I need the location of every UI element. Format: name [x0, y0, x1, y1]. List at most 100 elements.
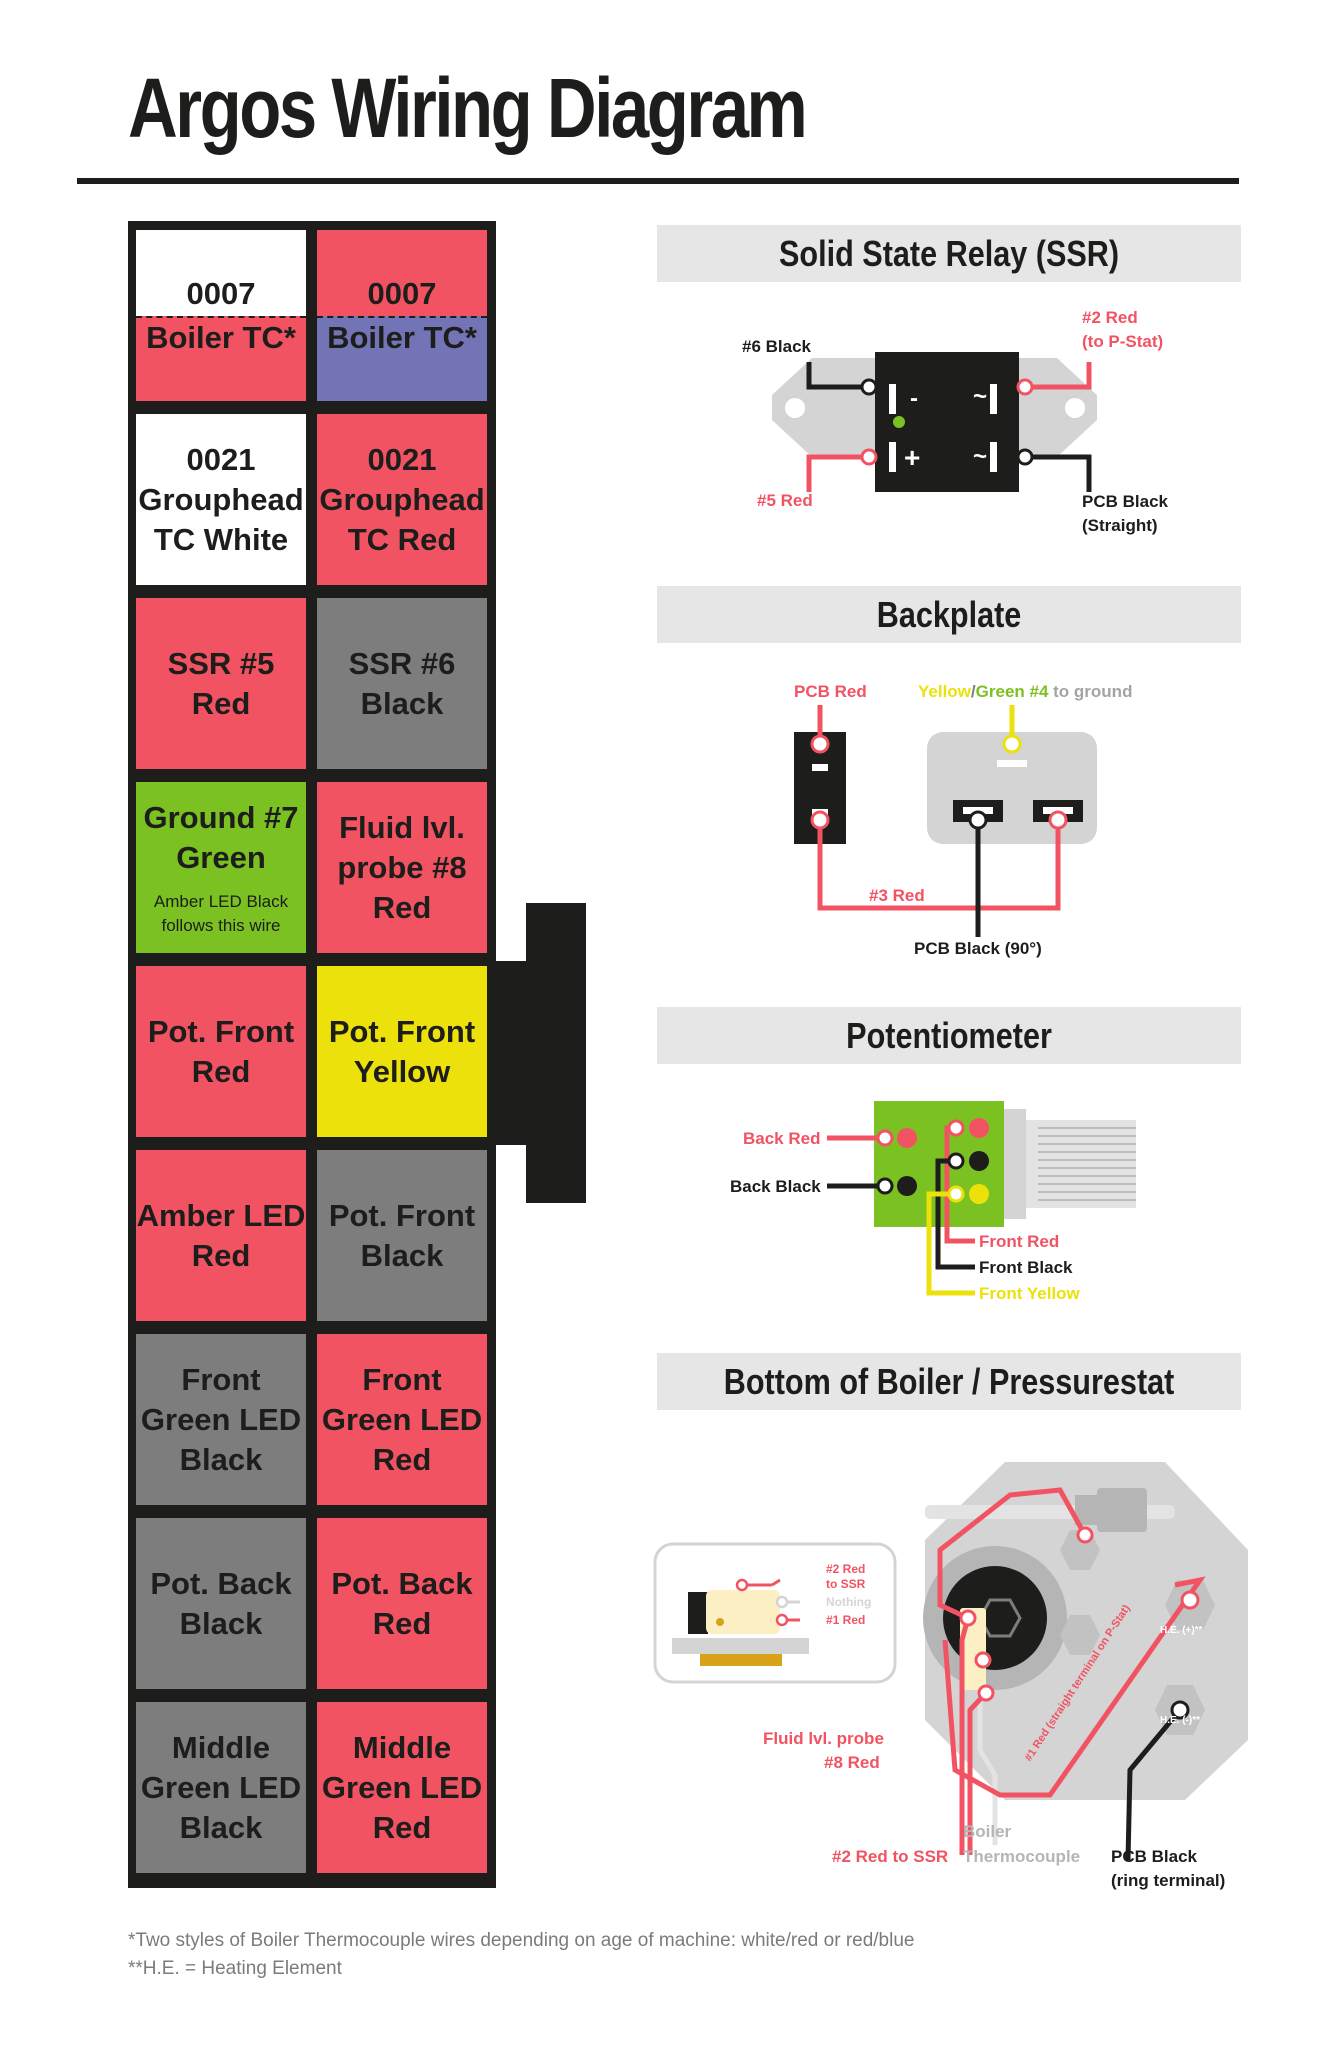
inset-label-red2: #2 Red — [826, 1562, 865, 1576]
ssr-wire-red2 — [1019, 362, 1092, 390]
pin-label-line: Front — [181, 1361, 261, 1397]
pin-label-line: Pot. Back — [331, 1565, 473, 1601]
pin-label-line: Red — [372, 1441, 432, 1477]
pin-label-line: Black — [179, 1605, 263, 1641]
pin-label-line: Pot. Front — [328, 1197, 476, 1233]
pin-label-line: Middle — [171, 1729, 271, 1765]
pin-label-line: Red — [191, 1237, 251, 1273]
pin-label-line: Black — [179, 1441, 263, 1477]
pin-label-line: SSR #6 — [348, 645, 456, 681]
title-divider — [77, 178, 1239, 184]
footnote-heating-element: **H.E. = Heating Element — [128, 1958, 342, 1979]
ssr-plus-mark: + — [904, 442, 920, 473]
label-he-minus: H.E. (-)** — [1160, 1715, 1200, 1726]
label-fluid-probe-color: #8 Red — [824, 1753, 880, 1772]
ssr-wire-pcb-black — [1019, 454, 1092, 492]
wire-red1-diagonal — [942, 1576, 1206, 1798]
pin-label-line: Amber LED — [136, 1197, 306, 1233]
pin-label-line: TC White — [153, 521, 289, 557]
pin-label-line: Black — [179, 1809, 263, 1845]
pot-label-front-black: Front Black — [979, 1258, 1073, 1277]
label-fluid-probe: Fluid lvl. probe — [763, 1729, 884, 1748]
inset-label-red1: #1 Red — [826, 1613, 865, 1627]
ssr-wire-black6 — [806, 362, 875, 390]
pin-label-line: Black — [360, 1237, 444, 1273]
pot-label-front-yellow: Front Yellow — [979, 1284, 1081, 1303]
ssr-title: Solid State Relay (SSR) — [778, 232, 1120, 274]
pin-label-line: Red — [372, 889, 432, 925]
ssr-diagram: - + ~ ~ #6 Black #2 Red (to P-Stat) #5 R… — [742, 308, 1169, 535]
pot-shaft — [1026, 1120, 1136, 1208]
pin-label-line: Fluid lvl. — [339, 809, 465, 845]
potentiometer-title: Potentiometer — [846, 1014, 1052, 1056]
label-red2-ssr: #2 Red to SSR — [832, 1847, 948, 1866]
backplate-wire-red3 — [817, 820, 1061, 911]
footnote-thermocouple: *Two styles of Boiler Thermocouple wires… — [128, 1930, 915, 1951]
pin-note-line: follows this wire — [161, 915, 281, 935]
backplate-title: Backplate — [876, 593, 1022, 635]
ssr-ac-mark-top: ~ — [973, 383, 987, 410]
backplate-label-red3: #3 Red — [869, 886, 925, 905]
pin-label-line: Green LED — [321, 1769, 483, 1805]
boiler-title: Bottom of Boiler / Pressurestat — [723, 1360, 1175, 1402]
label-pcb-black-type: (ring terminal) — [1111, 1871, 1225, 1890]
backplate-label-ground: Yellow/Green #4 to ground — [918, 682, 1132, 701]
ssr-label-red5: #5 Red — [757, 491, 813, 510]
boiler-section-header: Bottom of Boiler / Pressurestat — [657, 1353, 1241, 1410]
pin-label-line: TC Red — [347, 521, 457, 557]
ssr-led-dot — [893, 416, 905, 428]
backplate-label-pcb-red: PCB Red — [794, 682, 867, 701]
pin-label-line: Black — [360, 685, 444, 721]
pin-code: 0007 — [317, 230, 487, 316]
ssr-minus-mark: - — [910, 385, 918, 412]
label-boiler-tc: Boiler — [963, 1822, 1012, 1841]
pot-wire-front-black — [935, 1158, 975, 1270]
pin-label-line: Ground #7 — [143, 799, 299, 835]
pin-label-line: Red — [191, 1053, 251, 1089]
ssr-label-pcb-black: PCB Black — [1082, 492, 1169, 511]
microswitch-body — [706, 1590, 780, 1634]
connector-pin-cell: Amber LED Red — [136, 1150, 306, 1321]
backplate-label-pcb-black: PCB Black (90°) — [914, 939, 1042, 958]
pin-label: Boiler TC* — [136, 316, 306, 401]
pin-label-line: Green LED — [321, 1401, 483, 1437]
pin-label-line: Red — [191, 685, 251, 721]
ssr-label-red2: #2 Red — [1082, 308, 1138, 327]
pin-label-line: probe #8 — [337, 849, 467, 885]
connector-tab — [496, 903, 586, 1203]
backplate-diagram: PCB Red Yellow/Green #4 to ground #3 Red… — [794, 682, 1132, 958]
pin-label: Boiler TC* — [317, 316, 487, 401]
pin-label-line: Green LED — [140, 1401, 302, 1437]
pin-note-line: Amber LED Black — [153, 891, 289, 911]
wire-pcb-black — [1125, 1708, 1182, 1861]
connector-pin-cell: Fluid lvl. probe #8 Red — [317, 782, 487, 953]
pin-label-line: Yellow — [353, 1053, 451, 1089]
pin-label-line: Red — [372, 1809, 432, 1845]
pin-label-line: Green LED — [140, 1769, 302, 1805]
pin-label-line: Grouphead — [319, 481, 485, 517]
boiler-diagram: #2 Red to SSR Nothing #1 Red H.E. (+)** … — [653, 1462, 1248, 1890]
pin-label-line: Pot. Front — [147, 1013, 295, 1049]
page-title: Argos Wiring Diagram — [128, 61, 808, 155]
pin-label-line: Middle — [352, 1729, 452, 1765]
pot-wire-front-yellow — [926, 1191, 975, 1296]
potentiometer-section-header: Potentiometer — [657, 1007, 1241, 1064]
pin-label-line: Front — [362, 1361, 442, 1397]
ssr-ac-mark-bottom: ~ — [973, 443, 987, 470]
pin-label-line: Red — [372, 1605, 432, 1641]
ssr-section-header: Solid State Relay (SSR) — [657, 225, 1241, 282]
pin-code: 0007 — [136, 230, 306, 316]
pot-collar — [1004, 1109, 1026, 1219]
